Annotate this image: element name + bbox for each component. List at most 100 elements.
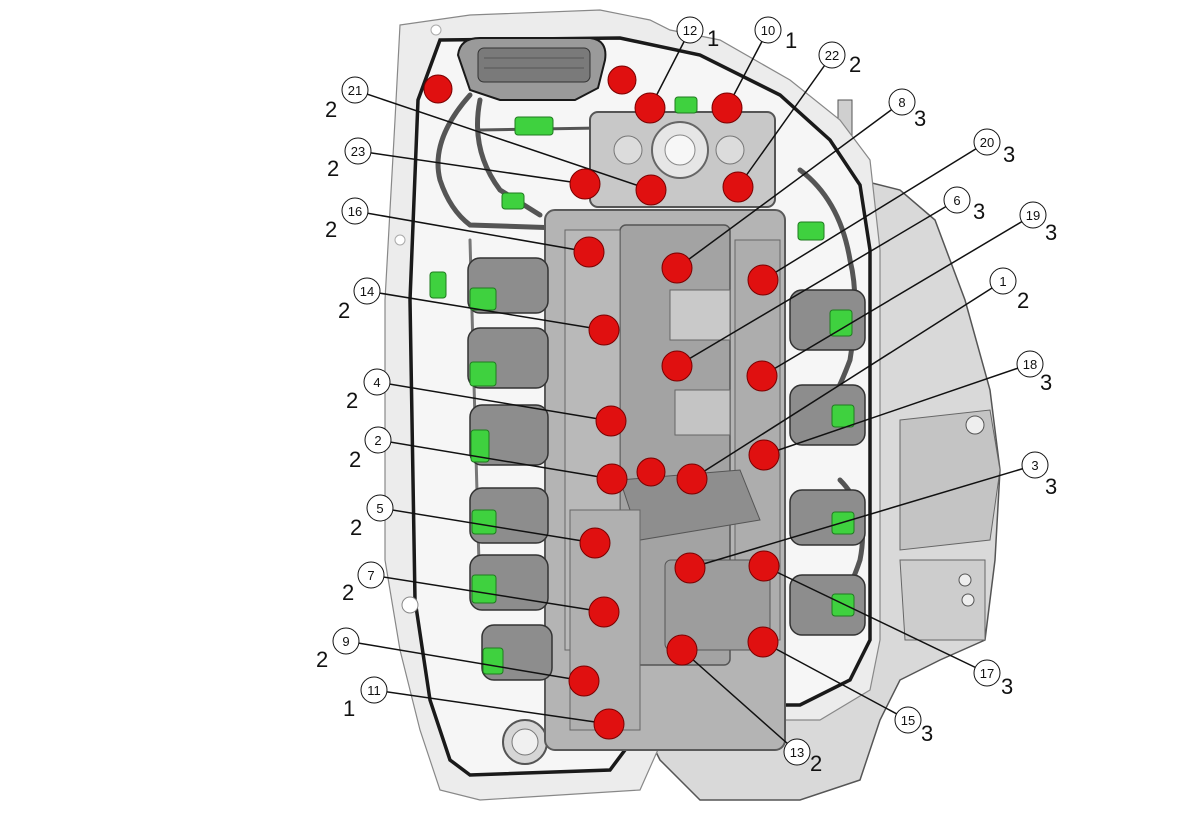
callout-23: 23 2 <box>327 137 372 181</box>
bolt-17 <box>748 550 780 582</box>
svg-text:14: 14 <box>360 284 374 299</box>
callout-12: 12 1 <box>676 16 719 51</box>
callout-9: 92 <box>316 627 360 672</box>
callout-3: 33 <box>1021 451 1057 499</box>
svg-text:2: 2 <box>346 388 358 413</box>
callout-5: 52 <box>350 494 394 540</box>
callout-2: 22 <box>349 426 392 472</box>
bolt-21 <box>635 174 667 206</box>
callout-7: 72 <box>342 561 385 605</box>
svg-text:2: 2 <box>350 515 362 540</box>
svg-text:15: 15 <box>901 713 915 728</box>
svg-text:9: 9 <box>342 634 349 649</box>
bolt-8 <box>661 252 693 284</box>
svg-text:3: 3 <box>1031 458 1038 473</box>
svg-text:3: 3 <box>914 106 926 131</box>
svg-text:21: 21 <box>348 83 362 98</box>
transmission-housing <box>638 99 1001 801</box>
bolt-9 <box>568 665 600 697</box>
svg-text:3: 3 <box>1040 370 1052 395</box>
bolt-10 <box>711 92 743 124</box>
svg-text:2: 2 <box>1017 288 1029 313</box>
svg-text:19: 19 <box>1026 208 1040 223</box>
svg-text:8: 8 <box>898 95 905 110</box>
svg-text:11: 11 <box>367 683 381 698</box>
svg-text:4: 4 <box>373 375 380 390</box>
callout-11: 111 <box>343 676 388 721</box>
bolt-11 <box>593 708 625 740</box>
unlabeled-bolts <box>423 65 666 487</box>
leader-lines <box>345 29 1036 753</box>
bolt-2 <box>596 463 628 495</box>
svg-text:1: 1 <box>785 28 797 53</box>
svg-text:2: 2 <box>810 751 822 776</box>
bolt-3 <box>674 552 706 584</box>
bolt-12 <box>634 92 666 124</box>
bolt-1 <box>676 463 708 495</box>
solenoid-connectors <box>429 96 855 675</box>
bolt-7 <box>588 596 620 628</box>
svg-text:6: 6 <box>953 193 960 208</box>
bolt-19 <box>746 360 778 392</box>
svg-text:20: 20 <box>980 135 994 150</box>
bolt-20 <box>747 264 779 296</box>
svg-text:7: 7 <box>367 568 374 583</box>
svg-text:3: 3 <box>1003 142 1015 167</box>
callout-13: 13 2 <box>783 738 822 776</box>
bolt-14 <box>588 314 620 346</box>
svg-text:1: 1 <box>707 26 719 51</box>
bolt-4 <box>595 405 627 437</box>
main-electrical-connector <box>456 37 607 101</box>
callout-10: 10 1 <box>754 16 797 53</box>
svg-text:2: 2 <box>849 52 861 77</box>
svg-text:13: 13 <box>790 745 804 760</box>
svg-text:12: 12 <box>683 23 697 38</box>
svg-text:3: 3 <box>973 199 985 224</box>
callout-14: 14 2 <box>338 277 381 323</box>
svg-text:3: 3 <box>921 721 933 746</box>
svg-text:2: 2 <box>349 447 361 472</box>
svg-text:3: 3 <box>1001 674 1013 699</box>
callout-19: 19 3 <box>1019 201 1057 245</box>
svg-text:2: 2 <box>342 580 354 605</box>
svg-text:3: 3 <box>1045 220 1057 245</box>
svg-text:2: 2 <box>374 433 381 448</box>
svg-text:18: 18 <box>1023 357 1037 372</box>
svg-text:16: 16 <box>348 204 362 219</box>
svg-text:2: 2 <box>327 156 339 181</box>
svg-text:5: 5 <box>376 501 383 516</box>
callout-16: 16 2 <box>325 197 369 242</box>
callout-18: 183 <box>1016 350 1052 395</box>
svg-text:2: 2 <box>338 298 350 323</box>
svg-text:1: 1 <box>999 274 1006 289</box>
callout-4: 42 <box>346 368 391 413</box>
svg-text:10: 10 <box>761 23 775 38</box>
callout-21: 21 2 <box>325 76 369 122</box>
bolt-16 <box>573 236 605 268</box>
svg-text:2: 2 <box>325 217 337 242</box>
bolt-6 <box>661 350 693 382</box>
bolt-22 <box>722 171 754 203</box>
bolt-18 <box>748 439 780 471</box>
callout-8: 83 <box>888 88 926 131</box>
callout-15: 15 3 <box>894 706 933 746</box>
svg-text:17: 17 <box>980 666 994 681</box>
callout-1: 12 <box>989 267 1029 313</box>
callout-17: 17 3 <box>973 659 1013 699</box>
bolt-23 <box>569 168 601 200</box>
svg-text:22: 22 <box>825 48 839 63</box>
svg-text:23: 23 <box>351 144 365 159</box>
labeled-bolts <box>568 92 780 740</box>
svg-text:1: 1 <box>343 696 355 721</box>
bolt-13 <box>666 634 698 666</box>
svg-text:2: 2 <box>316 647 328 672</box>
svg-text:2: 2 <box>325 97 337 122</box>
bolt-5 <box>579 527 611 559</box>
callout-20: 20 3 <box>973 128 1015 167</box>
bolt-15 <box>747 626 779 658</box>
svg-text:3: 3 <box>1045 474 1057 499</box>
